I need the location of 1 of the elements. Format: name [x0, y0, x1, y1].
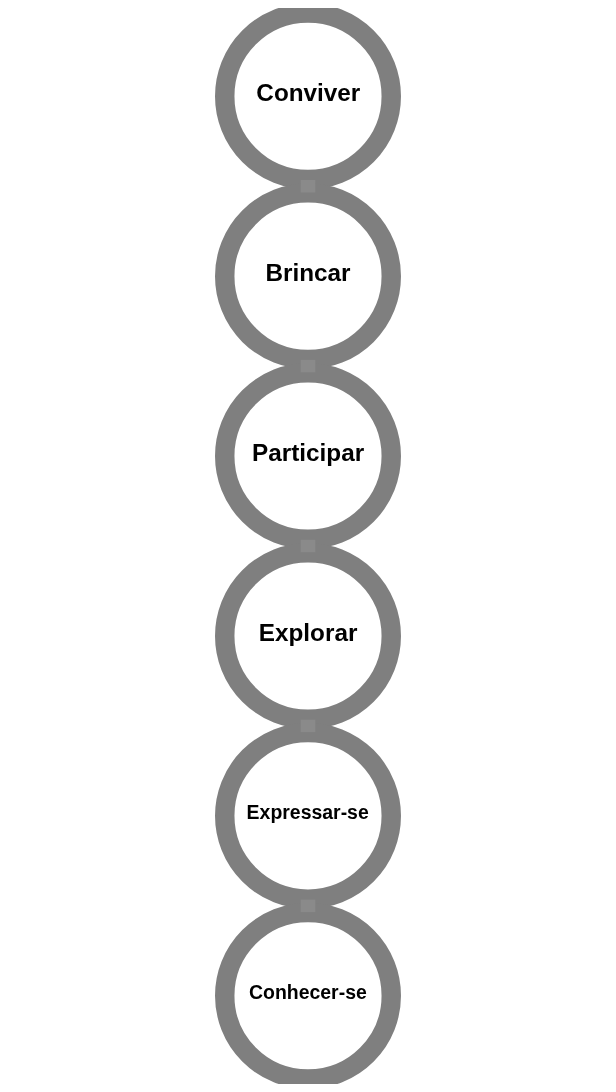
- node-circle: Conhecer-se: [215, 902, 401, 1084]
